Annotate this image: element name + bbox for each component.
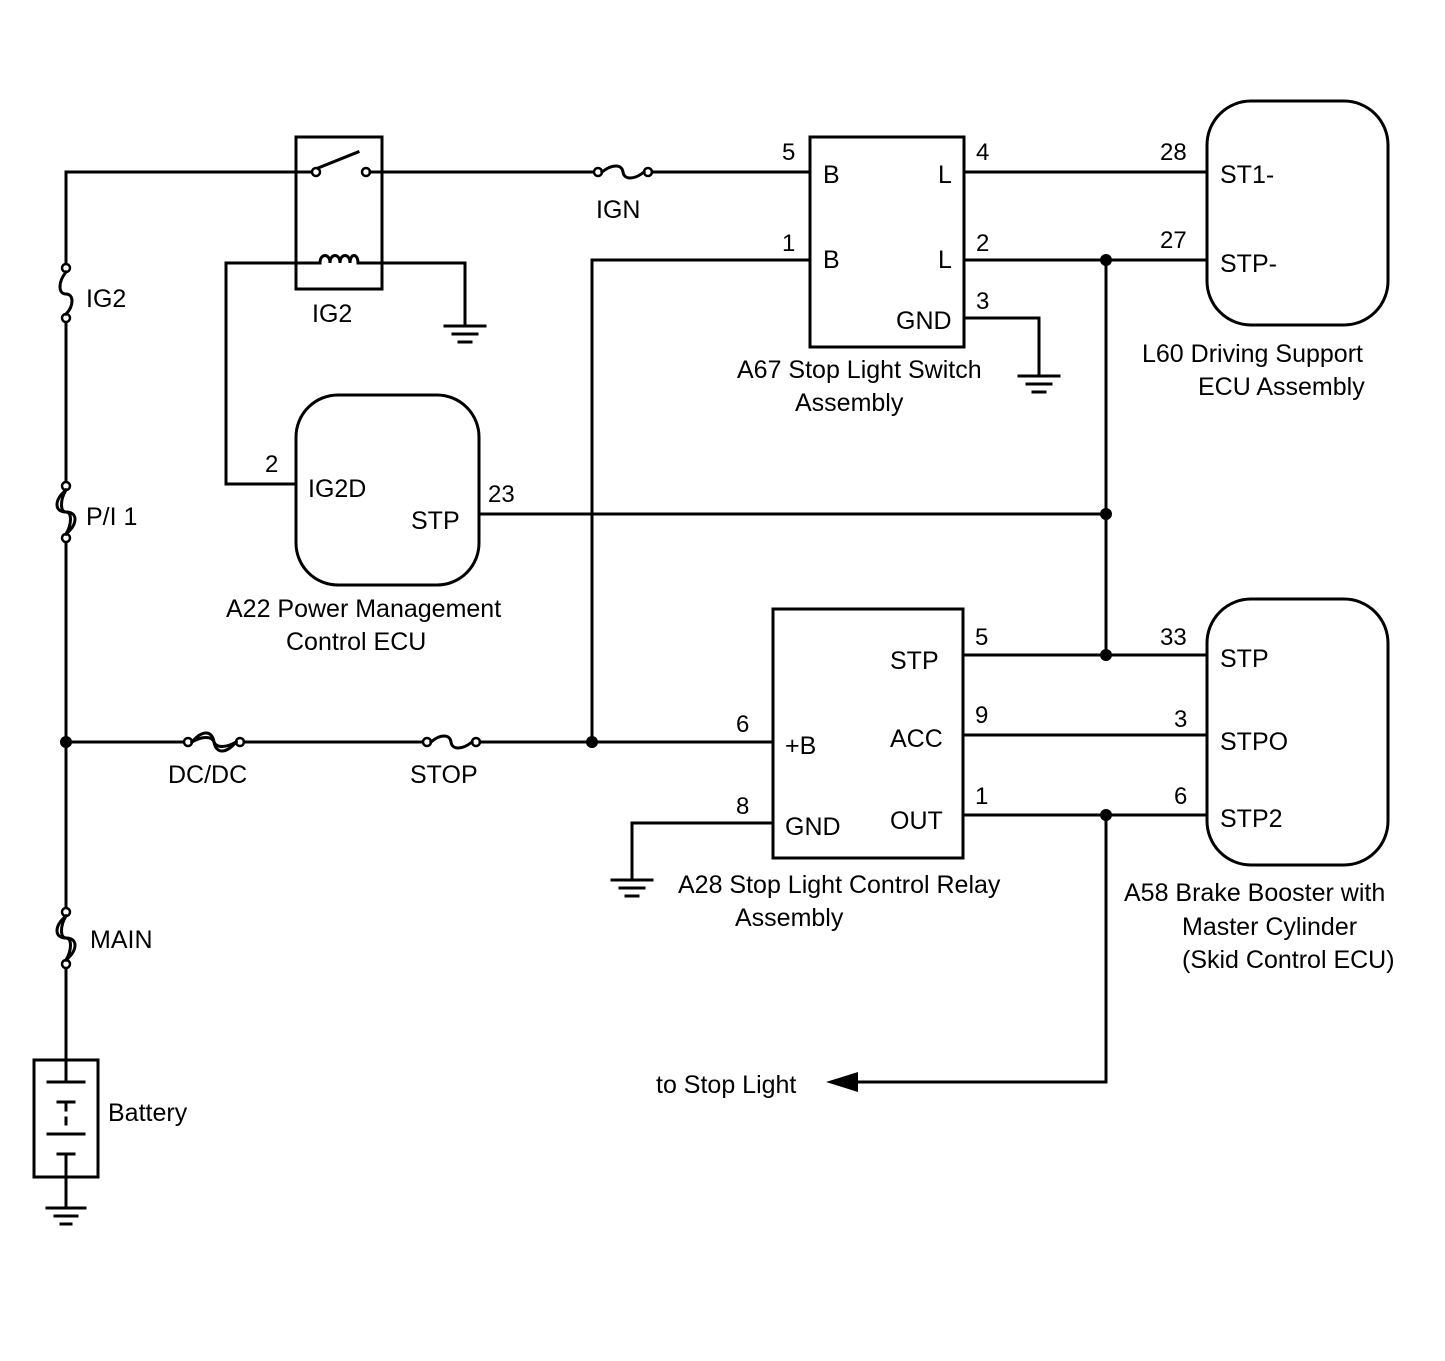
a58-name-line3: (Skid Control ECU) [1182, 946, 1395, 974]
fuse-main: MAIN [55, 906, 153, 970]
a28-pin-num: 9 [975, 702, 988, 729]
fuse-ig2: IG2 [58, 262, 126, 324]
a28-pin-num: 1 [975, 783, 988, 810]
arrow-left-icon [826, 1072, 858, 1092]
a67-stop-light-switch: B L B L GND 5 4 1 2 3 A67 Stop Light Swi… [737, 135, 989, 417]
a67-pin-b1: B [823, 161, 840, 189]
main-bus [64, 170, 298, 1062]
fuse-pi1: P/I 1 [55, 480, 137, 544]
a28-pin-gnd: GND [785, 813, 841, 841]
ground-icon [610, 878, 654, 898]
a67-pin-num: 1 [782, 230, 795, 257]
ground-icon [45, 1175, 87, 1226]
to-stop-light-label: to Stop Light [656, 1071, 796, 1099]
a58-name: A58 Brake Booster with [1124, 879, 1385, 907]
ground-icon [1017, 374, 1061, 394]
fuse-dcdc-label: DC/DC [168, 761, 247, 789]
fuse-main-label: MAIN [90, 926, 153, 954]
a28-pin-acc: ACC [890, 725, 943, 753]
junction-dot [1100, 254, 1112, 266]
l60-pin-num: 28 [1160, 139, 1187, 166]
l60-pin-st1: ST1- [1220, 161, 1274, 189]
battery-label: Battery [108, 1099, 188, 1127]
fuse-ign: IGN [592, 164, 654, 224]
l60-name: L60 Driving Support [1142, 340, 1363, 368]
a58-pin-num: 33 [1160, 624, 1187, 651]
a58-pin-stp2: STP2 [1220, 805, 1283, 833]
a67-pin-l2: L [938, 246, 952, 274]
fuse-ign-label: IGN [596, 196, 640, 224]
a28-pin-stp: STP [890, 647, 939, 675]
a58-pin-num: 6 [1174, 783, 1187, 810]
a28-pin-b: +B [785, 732, 816, 760]
fuse-dcdc: DC/DC [168, 731, 247, 789]
l60-name-line2: ECU Assembly [1198, 373, 1365, 401]
a22-pin-num: 2 [265, 451, 278, 478]
fuse-pi1-label: P/I 1 [86, 503, 137, 531]
a58-pin-stp: STP [1220, 645, 1269, 673]
a28-pin-out: OUT [890, 807, 943, 835]
a22-pin-stp: STP [411, 507, 460, 535]
l60-pin-num: 27 [1160, 227, 1187, 254]
a67-name: A67 Stop Light Switch [737, 356, 982, 384]
ground-icon [443, 324, 487, 344]
a28-stop-light-control-relay: STP ACC OUT +B GND 5 9 1 6 8 A28 Stop Li… [678, 607, 1001, 932]
a67-name-line2: Assembly [795, 389, 904, 417]
a28-pin-num: 6 [736, 711, 749, 738]
fuse-ig2-label: IG2 [86, 285, 126, 313]
battery: Battery [32, 1058, 188, 1179]
a22-power-management-ecu: IG2D STP 2 23 A22 Power Management Contr… [226, 393, 515, 656]
fuse-stop: STOP [410, 734, 482, 789]
a67-pin-gnd: GND [896, 307, 952, 335]
fuse-stop-label: STOP [410, 761, 478, 789]
a67-pin-num: 4 [976, 139, 989, 166]
a58-pin-num: 3 [1174, 706, 1187, 733]
a58-pin-stpo: STPO [1220, 728, 1288, 756]
relay-ig2-label: IG2 [312, 300, 352, 328]
a28-pin-num: 8 [736, 793, 749, 820]
a28-name-line2: Assembly [735, 904, 844, 932]
a67-pin-l1: L [938, 161, 952, 189]
a67-pin-num: 2 [976, 230, 989, 257]
a22-name: A22 Power Management [226, 595, 501, 623]
a22-pin-ig2d: IG2D [308, 475, 366, 503]
a67-pin-num: 5 [782, 139, 795, 166]
a28-name: A28 Stop Light Control Relay [678, 871, 1001, 899]
l60-driving-support-ecu: ST1- STP- 28 27 L60 Driving Support ECU … [1142, 99, 1390, 401]
l60-pin-stp: STP- [1220, 250, 1277, 278]
a28-pin-num: 5 [975, 624, 988, 651]
relay-ig2: IG2 [294, 135, 384, 328]
a58-brake-booster: STP STPO STP2 33 3 6 A58 Brake Booster w… [1124, 597, 1395, 974]
a22-name-line2: Control ECU [286, 628, 426, 656]
a67-pin-b2: B [823, 246, 840, 274]
junction-dot [586, 736, 598, 748]
a58-name-line2: Master Cylinder [1182, 913, 1357, 941]
a67-pin-num: 3 [976, 288, 989, 315]
a22-pin-num: 23 [488, 481, 515, 508]
